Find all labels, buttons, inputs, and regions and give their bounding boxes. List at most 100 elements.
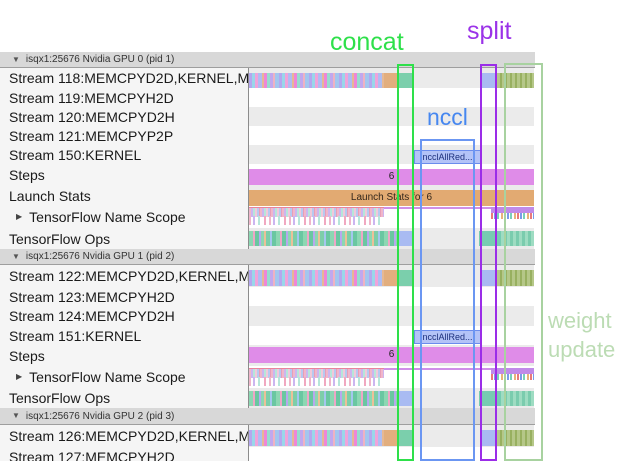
split-event-bar[interactable] [480, 430, 496, 446]
row-stream-124: Stream 124:MEMCPYD2H [0, 306, 535, 326]
timeline-track: ncclAllRed... [249, 145, 534, 164]
event-bar[interactable] [384, 73, 397, 88]
concat-op-bar[interactable] [399, 231, 414, 246]
split-annotation-label: split [467, 17, 512, 45]
name-scope-events-drips[interactable] [249, 377, 384, 386]
weight-update-ops-bar[interactable] [501, 391, 534, 406]
row-label: Stream 150:KERNEL [0, 145, 249, 164]
collapse-triangle-icon[interactable]: ▼ [12, 411, 20, 420]
gpu1-section-title: isqx1:25676 Nvidia GPU 1 (pid 2) [25, 251, 175, 262]
timeline-track: 6 [249, 345, 534, 366]
concat-annotation-label: concat [330, 28, 404, 56]
event-bar[interactable] [384, 430, 397, 446]
split-event-bar[interactable] [480, 73, 496, 88]
name-scope-events-drips[interactable] [249, 216, 384, 225]
name-scope-line [384, 207, 534, 209]
concat-event-bar[interactable] [397, 430, 413, 446]
launch-stats-bar[interactable]: Launch Stats for 6 [249, 190, 534, 206]
expand-arrow-icon[interactable]: ▶ [16, 212, 23, 221]
weight-update-events-bar[interactable] [497, 73, 534, 88]
row-label: Launch Stats [0, 185, 249, 206]
name-scope-right-bar[interactable] [491, 207, 534, 213]
row-stream-151: Stream 151:KERNEL ncclAllRed... [0, 326, 535, 345]
steps-counter-bar[interactable]: 6 [249, 347, 534, 363]
name-scope-right-bar[interactable] [491, 368, 534, 374]
concat-event-bar[interactable] [397, 73, 413, 88]
row-label: Stream 119:MEMCPYH2D [0, 88, 249, 107]
gpu2-section-header[interactable]: ▼ isqx1:25676 Nvidia GPU 2 (pid 3) [0, 408, 535, 425]
kernel-events-bar[interactable] [249, 430, 384, 446]
row-label: TensorFlow Ops [0, 228, 249, 249]
row-label: Stream 151:KERNEL [0, 326, 249, 345]
row-label: Stream 123:MEMCPYH2D [0, 287, 249, 306]
row-stream-118: Stream 118:MEMCPYD2D,KERNEL,ME [0, 68, 535, 88]
event-bar[interactable] [384, 270, 397, 286]
collapse-triangle-icon[interactable]: ▼ [12, 251, 20, 261]
weight-update-ops-bar[interactable] [501, 231, 534, 246]
row-label: ▶ TensorFlow Name Scope [0, 206, 249, 228]
weight-update-events-bar[interactable] [497, 270, 534, 286]
row-label: Steps [0, 345, 249, 366]
timeline-track [249, 287, 534, 306]
name-scope-right-ticks[interactable] [491, 374, 534, 380]
row-label: Stream 120:MEMCPYD2H [0, 107, 249, 126]
expand-arrow-icon[interactable]: ▶ [16, 372, 23, 381]
row-steps-gpu0: Steps 6 [0, 164, 535, 185]
row-label: Stream 118:MEMCPYD2D,KERNEL,ME [0, 68, 249, 88]
gpu0-section-header[interactable]: ▼ isqx1:25676 Nvidia GPU 0 (pid 1) [0, 52, 535, 68]
timeline-track [249, 366, 534, 388]
gpu1-section-header[interactable]: ▼ isqx1:25676 Nvidia GPU 1 (pid 2) [0, 249, 535, 265]
kernel-events-bar[interactable] [249, 270, 384, 286]
concat-op-bar[interactable] [399, 391, 414, 406]
row-stream-119: Stream 119:MEMCPYH2D [0, 88, 535, 107]
timeline-track [249, 206, 534, 228]
weight-update-line1: weight [548, 308, 612, 333]
row-stream-122: Stream 122:MEMCPYD2D,KERNEL,MI [0, 265, 535, 287]
nccl-allreduce-event-bar[interactable]: ncclAllRed... [414, 150, 481, 164]
row-stream-126: Stream 126:MEMCPYD2D,KERNEL,MI [0, 425, 535, 447]
tf-ops-events-bar[interactable] [249, 391, 399, 406]
timeline-track [249, 265, 534, 287]
row-stream-150: Stream 150:KERNEL ncclAllRed... [0, 145, 535, 164]
row-label: Stream 121:MEMCPYP2P [0, 126, 249, 145]
weight-update-annotation-label: weight update [548, 306, 615, 364]
name-scope-line [384, 368, 534, 370]
row-label: Stream 122:MEMCPYD2D,KERNEL,MI [0, 265, 249, 287]
name-scope-events-bar[interactable] [249, 207, 384, 217]
collapse-triangle-icon[interactable]: ▼ [12, 54, 20, 64]
steps-counter-bar[interactable]: 6 [249, 169, 534, 185]
row-tf-ops-gpu0: TensorFlow Ops [0, 228, 535, 249]
gpu2-section-title: isqx1:25676 Nvidia GPU 2 (pid 3) [25, 410, 175, 422]
concat-event-bar[interactable] [397, 270, 413, 286]
name-scope-events-bar[interactable] [249, 368, 384, 378]
name-scope-right-ticks[interactable] [491, 213, 534, 219]
timeline-track [249, 306, 534, 326]
timeline-track [249, 425, 534, 447]
timeline-track [249, 88, 534, 107]
nccl-annotation-label: nccl [427, 104, 468, 130]
row-label: Stream 124:MEMCPYD2H [0, 306, 249, 326]
kernel-events-bar[interactable] [249, 73, 384, 88]
row-steps-gpu1: Steps 6 [0, 345, 535, 366]
row-tf-name-scope-gpu1: ▶ TensorFlow Name Scope [0, 366, 535, 388]
row-label: TensorFlow Ops [0, 388, 249, 408]
row-label: ▶ TensorFlow Name Scope [0, 366, 249, 388]
row-stream-127: Stream 127:MEMCPYH2D [0, 447, 535, 461]
timeline-track: ncclAllRed... [249, 326, 534, 345]
weight-update-events-bar[interactable] [497, 430, 534, 446]
timeline-track [249, 228, 534, 249]
timeline-track [249, 126, 534, 145]
timeline-track [249, 388, 534, 408]
split-op-bar[interactable] [479, 231, 501, 246]
row-label: Steps [0, 164, 249, 185]
split-op-bar[interactable] [479, 391, 501, 406]
top-margin [0, 0, 622, 52]
timeline-track: 6 [249, 164, 534, 185]
row-tf-name-scope-gpu0: ▶ TensorFlow Name Scope [0, 206, 535, 228]
nccl-allreduce-event-bar[interactable]: ncclAllRed... [414, 330, 481, 344]
split-event-bar[interactable] [480, 270, 496, 286]
tf-ops-events-bar[interactable] [249, 231, 399, 246]
timeline-track [249, 68, 534, 88]
gpu0-section-title: isqx1:25676 Nvidia GPU 0 (pid 1) [25, 54, 175, 65]
